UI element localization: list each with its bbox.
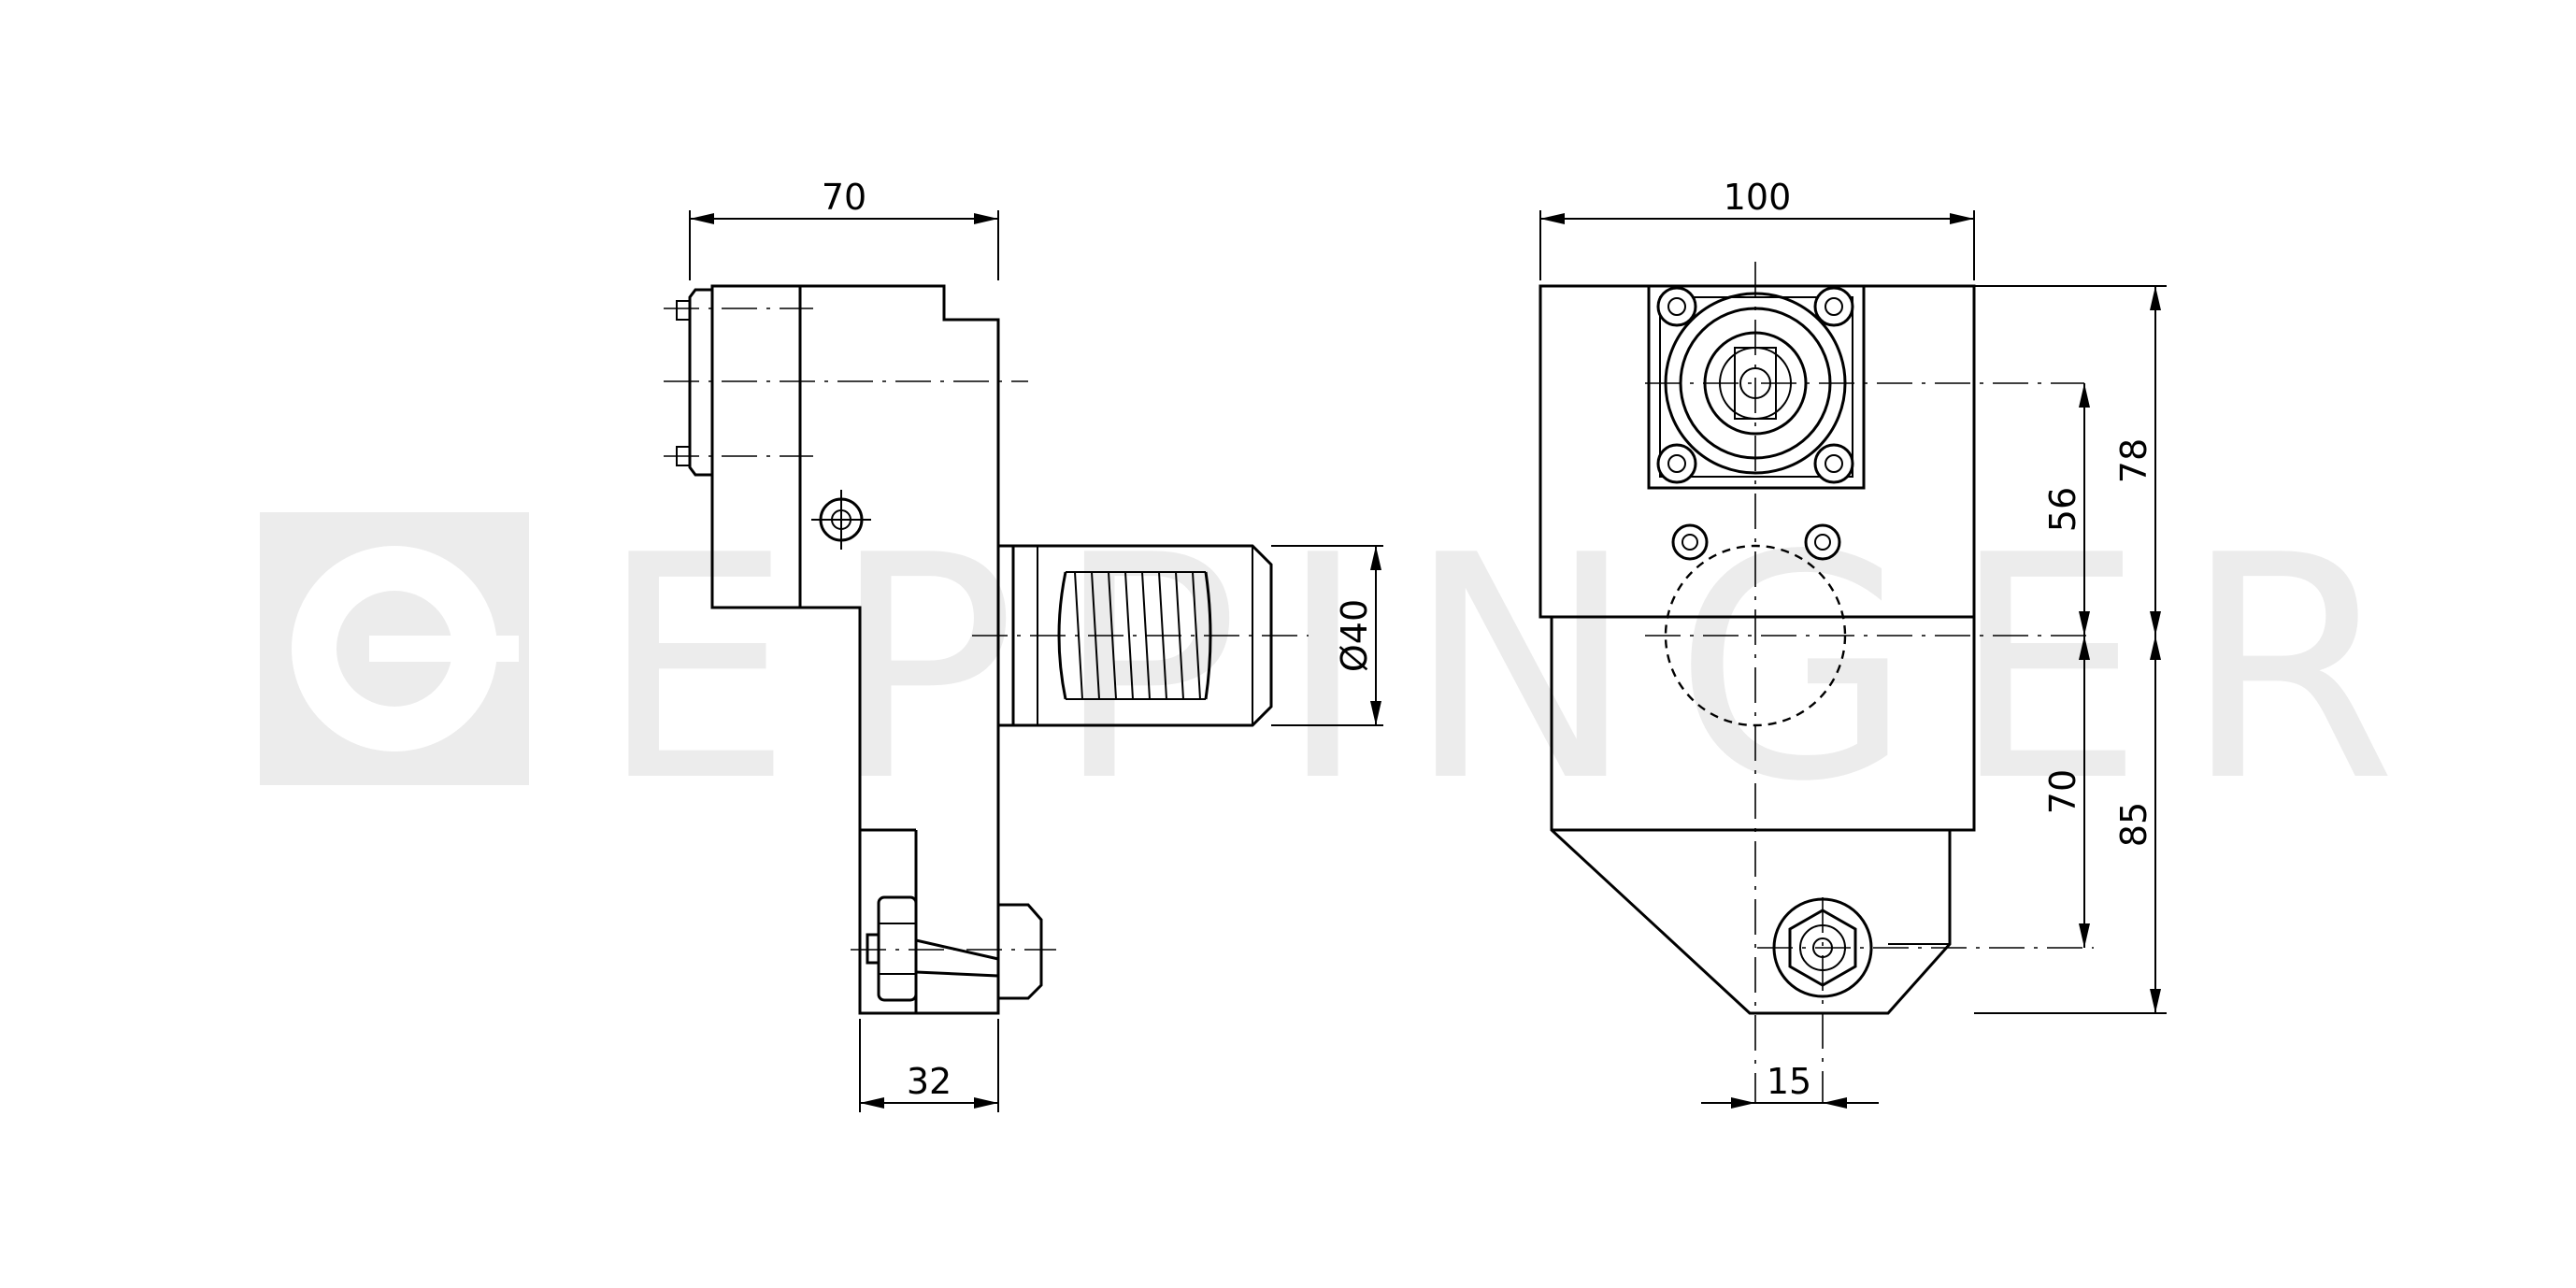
flange-bolt-br [1813,443,1854,484]
dim-front-width: 100 [1724,177,1792,218]
logo-bar [369,636,519,662]
side-cap-lug-top [676,300,691,321]
dim-side-width: 70 [822,177,866,218]
flange-bolt-bl [1656,443,1697,484]
side-nut [877,895,918,1002]
front-bolt-left-socket [1682,534,1698,551]
clamp-pin [998,903,1043,1000]
dim-bottom-width: 32 [907,1061,952,1102]
front-bolt-right [1804,523,1841,561]
side-end-cap [688,288,712,477]
side-body-outline [710,284,1000,1015]
flange-bolt-tr-socket [1825,297,1843,316]
dim-height-78: 78 [2113,438,2154,483]
dim-offset-15: 15 [1767,1061,1811,1102]
flange-bolts [1656,286,1854,484]
front-bolt-left [1671,523,1709,561]
tool-holder-front-view: 100 56 78 70 85 15 [1538,177,2167,1109]
dim-shank-diameter: Ø40 [1334,599,1375,672]
eppinger-logo [260,512,529,785]
dim-height-85: 85 [2113,802,2154,847]
dim-height-70: 70 [2042,769,2083,814]
flange-bolt-tl [1656,286,1697,327]
watermark-text: EPPINGER [598,490,2434,849]
dim15-arrows [1731,1097,1847,1109]
flange-bolt-tr [1813,286,1854,327]
flange-bolt-bl-socket [1667,454,1686,473]
flange-bolt-tl-socket [1667,297,1686,316]
dim-height-56: 56 [2042,487,2083,532]
nut-stud [866,933,880,965]
clamp-wedge [915,938,1000,978]
flange-bolt-br-socket [1825,454,1843,473]
front-flange [1647,284,1866,490]
tool-holder-side-view: 70 Ø40 32 [664,177,1383,1112]
front-flange-inner [1659,296,1853,478]
front-bolt-right-socket [1814,534,1831,551]
